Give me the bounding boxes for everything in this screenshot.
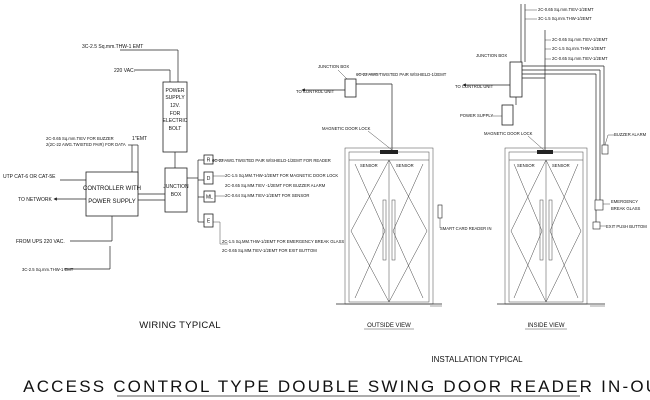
inside-caption: INSIDE VIEW bbox=[527, 323, 564, 329]
wiring-caption: WIRING TYPICAL bbox=[139, 320, 221, 331]
cable-mag-lock: 2C-1.5 Sq.MM.THW-1/2EMT FOR MAGNETIC DOO… bbox=[225, 173, 338, 178]
terminal-emergency bbox=[203, 213, 214, 228]
controller-line-2: POWER SUPPLY bbox=[88, 199, 136, 205]
inside-to-control: TO CONTROL UNIT bbox=[455, 84, 494, 89]
exit-push-button bbox=[592, 221, 601, 230]
outside-to-control: TO CONTROL UNIT bbox=[296, 89, 335, 94]
cable-reader: 6C-22 AWG.TWISTED PAIR W/SHIELD-1/2EMT F… bbox=[212, 158, 331, 163]
outside-maglock bbox=[380, 150, 398, 154]
utp-label: UTP CAT-6 OR CAT-5E bbox=[3, 174, 56, 180]
buzzer-device bbox=[601, 144, 609, 155]
exit-push-label: EXIT PUSH BUTTOM bbox=[606, 224, 647, 229]
junction-box bbox=[164, 167, 188, 213]
inside-cable-2: 3C-1.5 Sq.mm.THW-1/2EMT bbox=[538, 16, 592, 21]
outside-cable-label: 6C-22 AWG.TWISTED PAIR W/SHIELD-1/2EMT bbox=[356, 72, 447, 77]
inside-junction-label: JUNCTION BOX bbox=[476, 53, 507, 58]
terminal-e-label: E bbox=[207, 219, 211, 225]
power-supply-label: POWER SUPPLY bbox=[460, 113, 493, 118]
buzzer-cable-label: 2C-0.65 Sq.mm.TIEV FOR BUZZER bbox=[46, 136, 114, 141]
break-glass-device bbox=[594, 199, 604, 211]
jb-line-2: BOX bbox=[171, 192, 182, 198]
inside-cable-5: 2C-0.65 Sq.mm.TIEV-1/2EMT bbox=[552, 56, 608, 61]
inside-junction-box bbox=[509, 61, 523, 98]
outside-view-section: JUNCTION BOX 6C-22 AWG.TWISTED PAIR W/SH… bbox=[296, 64, 492, 330]
ps-line-1: POWER bbox=[166, 88, 185, 94]
reader-label: SMART CARD READER IN bbox=[440, 226, 492, 231]
ps-line-3: 12V. bbox=[170, 103, 180, 109]
vac-220-label: 220 VAC. bbox=[114, 68, 135, 74]
installation-caption: INSTALLATION TYPICAL bbox=[431, 355, 523, 364]
terminal-door bbox=[203, 171, 214, 185]
top-cable-label: 3C-2.5 Sq.mm.THW-1 EMT bbox=[82, 44, 143, 50]
controller-box bbox=[85, 171, 139, 217]
inside-cable-1: 2C-0.65 Sq.mm.TIEV-1/2EMT bbox=[538, 7, 594, 12]
cable-sensor: 2C-0.64 Sq.MM.TIEV-1/2EMT FOR SENSOR bbox=[225, 193, 309, 198]
outside-maglock-label: MAGNETIC DOOR LOCK bbox=[322, 126, 371, 131]
outside-sensor-right: SENSOR bbox=[396, 163, 414, 168]
drawing-title: ACCESS CONTROL TYPE DOUBLE SWING DOOR RE… bbox=[23, 377, 650, 396]
terminal-d-label: D bbox=[207, 176, 211, 182]
to-network-label: TO NETWORK bbox=[18, 197, 52, 203]
emergency-line-1: EMERGENCY bbox=[611, 199, 638, 204]
inside-handle-left bbox=[539, 199, 544, 261]
terminal-reader bbox=[203, 154, 214, 165]
inside-cable-4: 2C-1.5 Sq.mm.THW-1/2EMT bbox=[552, 46, 606, 51]
emergency-line-2: BREAK GLASS bbox=[611, 206, 641, 211]
controller-line-1: CONTROLLER WITH bbox=[83, 186, 141, 192]
from-ups-label: FROM UPS 220 VAC. bbox=[16, 239, 65, 245]
data-cable-label: 2(2C-22 AWG.TWISTED PAIR) FOR DATA bbox=[46, 142, 126, 147]
cable-exit: 2C-0.65 Sq.MM.TIEV-1/2EMT FOR EXIT BUTTO… bbox=[222, 248, 317, 253]
ps-line-5: ELECTRIC bbox=[163, 118, 188, 124]
terminal-r-label: R bbox=[207, 158, 211, 164]
power-supply-box bbox=[162, 81, 188, 153]
wiring-typical-section: 3C-2.5 Sq.mm.THW-1 EMT 220 VAC. POWER SU… bbox=[3, 44, 344, 331]
cable-break-glass: 2C-1.5 Sq.MM.THW-1/2EMT FOR EMERGENCY BR… bbox=[222, 239, 344, 244]
terminal-mag-lock bbox=[203, 190, 216, 203]
smart-card-reader bbox=[437, 204, 443, 219]
terminal-ml-label: ML bbox=[206, 195, 213, 201]
inside-handle-right bbox=[548, 199, 553, 261]
inside-cable-3: 2C-0.65 Sq.mm.TIEV-1/2EMT bbox=[552, 37, 608, 42]
inside-sensor-left: SENSOR bbox=[517, 163, 535, 168]
ps-line-4: FOR bbox=[170, 111, 181, 117]
ps-line-2: SUPPLY bbox=[165, 95, 185, 101]
outside-handle-right bbox=[391, 199, 396, 261]
inside-sensor-right: SENSOR bbox=[552, 163, 570, 168]
outside-caption: OUTSIDE VIEW bbox=[367, 323, 411, 329]
outside-junction-label: JUNCTION BOX bbox=[318, 64, 349, 69]
buzzer-label: BUZZER ALARM bbox=[614, 132, 647, 137]
inside-maglock bbox=[537, 150, 553, 154]
cable-buzzer: 2C-0.65 Sq.MM.TIEV -1/2EMT FOR BUZZER AL… bbox=[225, 183, 326, 188]
outside-junction-box bbox=[344, 78, 357, 98]
outside-sensor-left: SENSOR bbox=[360, 163, 378, 168]
ps-line-6: BOLT bbox=[169, 126, 182, 132]
inside-view-section: 2C-0.65 Sq.mm.TIEV-1/2EMT 3C-1.5 Sq.mm.T… bbox=[455, 4, 647, 330]
emt-mark: 1"EMT bbox=[132, 136, 147, 142]
jb-line-1: JUNCTION bbox=[163, 184, 189, 190]
outside-handle-left bbox=[382, 199, 387, 261]
inside-maglock-label: MAGNETIC DOOR LOCK bbox=[484, 131, 533, 136]
inside-power-supply bbox=[501, 104, 514, 126]
bottom-cable-label: 3C-2.5 Sq.mm.THW-1 EMT bbox=[22, 267, 74, 272]
